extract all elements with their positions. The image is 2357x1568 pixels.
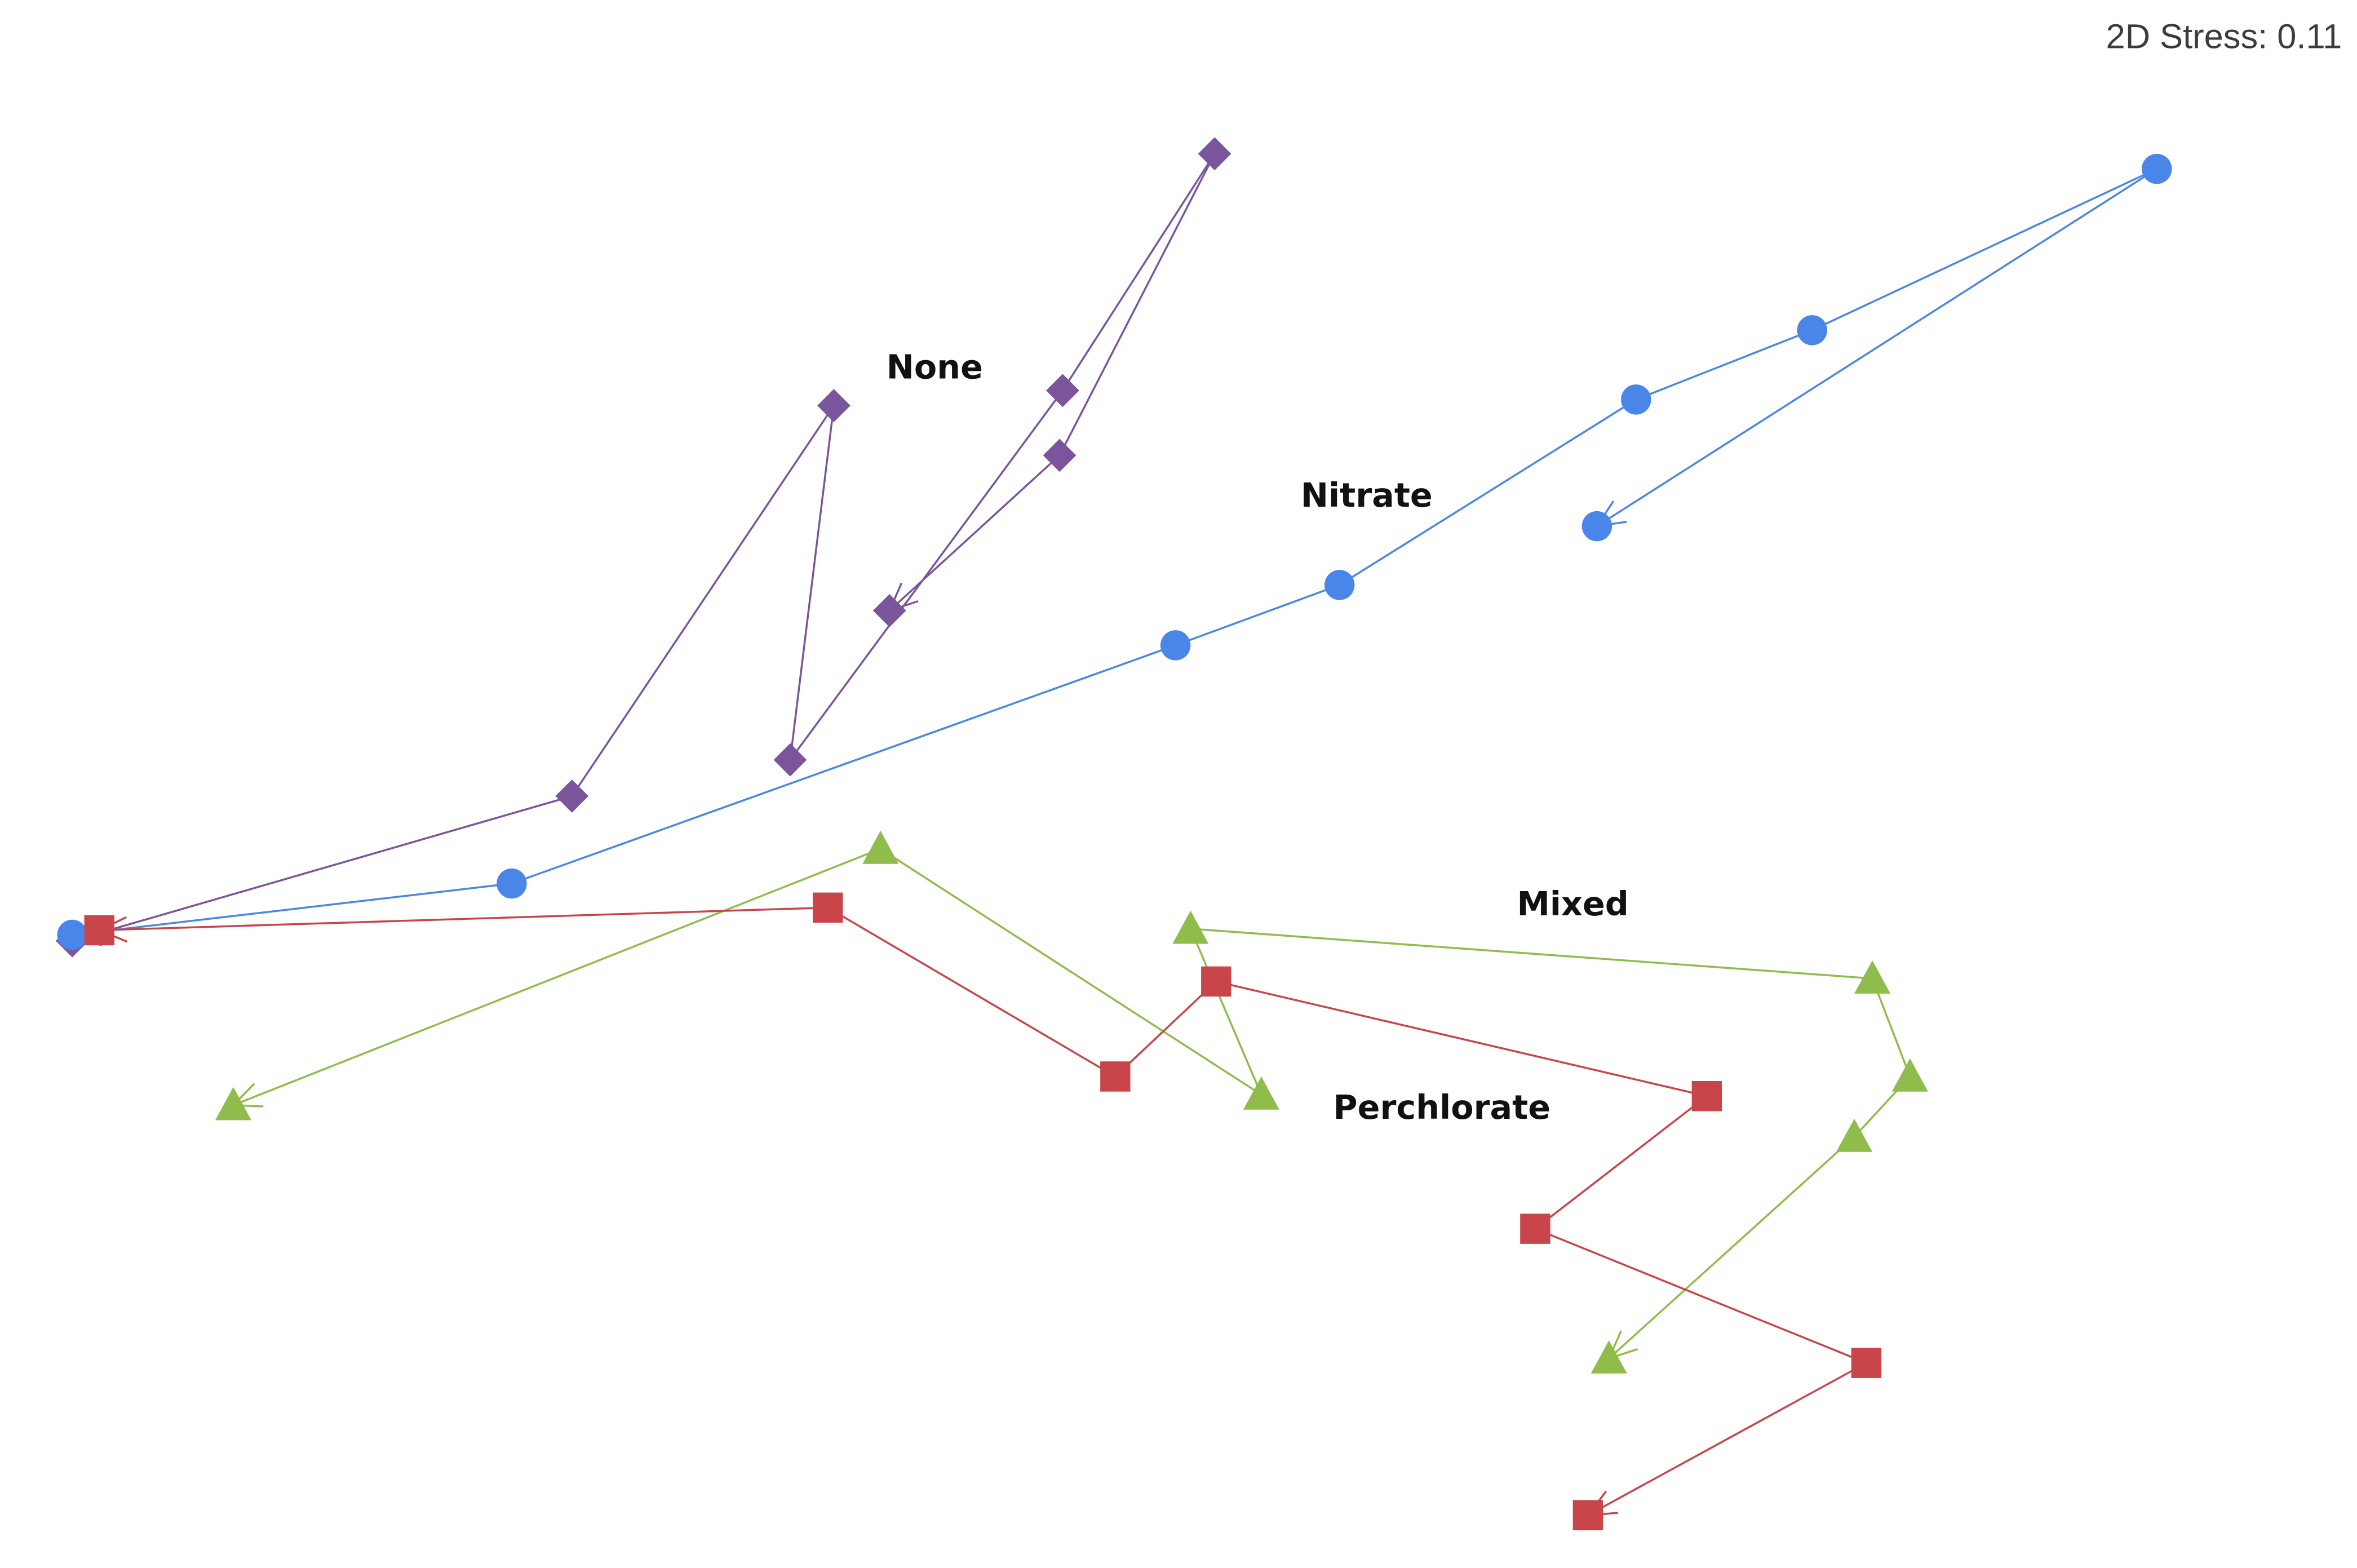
nitrate-point: [1324, 570, 1355, 600]
nitrate-points: [57, 153, 2172, 950]
none-points: [55, 137, 1231, 958]
mixed-point: [1172, 910, 1209, 944]
mixed-point: [862, 830, 899, 864]
mixed-segment: [1608, 1136, 1855, 1359]
mixed-point: [1891, 1058, 1928, 1092]
trajectory-lines: [69, 153, 2158, 1517]
nitrate-point: [1797, 315, 1827, 346]
perchlorate-point: [1572, 1500, 1603, 1531]
nitrate-segment: [71, 882, 513, 936]
perchlorate-segment: [827, 906, 1117, 1078]
none-segment: [789, 404, 835, 761]
perchlorate-segment: [1587, 1362, 1868, 1517]
mixed-segment: [232, 848, 881, 1106]
none-point: [817, 389, 850, 422]
perchlorate-point: [813, 892, 843, 923]
nitrate-segment: [1811, 167, 2158, 331]
mixed-segment: [1871, 977, 1911, 1078]
nitrate-trajectory: [69, 167, 2158, 945]
perchlorate-point: [84, 915, 114, 946]
mixed-label: Mixed: [1517, 884, 1628, 923]
perchlorate-segment: [1114, 980, 1217, 1078]
nitrate-point: [1581, 511, 1612, 542]
nitrate-point: [1621, 384, 1651, 415]
perchlorate-point: [1691, 1080, 1722, 1111]
none-label: None: [887, 347, 983, 386]
none-point: [1045, 374, 1079, 407]
nitrate-segment: [1635, 329, 1814, 401]
trajectory-markers: [55, 137, 2172, 1531]
mixed-segment: [1189, 928, 1873, 980]
perchlorate-points: [84, 892, 1882, 1531]
none-segment: [888, 454, 1061, 612]
none-segment: [1058, 153, 1216, 457]
none-point: [1198, 137, 1231, 171]
none-segment: [71, 795, 573, 942]
none-segment: [1061, 153, 1216, 392]
perchlorate-segment: [98, 906, 829, 932]
nitrate-segment: [511, 644, 1177, 885]
none-point: [1043, 438, 1076, 472]
perchlorate-label: Perchlorate: [1333, 1088, 1551, 1127]
none-point: [872, 593, 906, 627]
nitrate-segment: [1339, 398, 1637, 586]
nitrate-segment: [1596, 167, 2158, 528]
mixed-point: [1590, 1340, 1627, 1374]
nitrate-point: [497, 868, 527, 899]
mixed-point: [215, 1087, 251, 1120]
perchlorate-trajectory: [96, 906, 1868, 1517]
mixed-point: [1836, 1118, 1873, 1152]
none-point: [773, 743, 807, 777]
perchlorate-segment: [1534, 1228, 1868, 1364]
none-trajectory: [70, 153, 1216, 946]
nitrate-point: [2142, 153, 2172, 184]
perchlorate-point: [1520, 1213, 1550, 1244]
mixed-point: [1243, 1076, 1279, 1110]
nitrate-label: Nitrate: [1301, 476, 1433, 515]
none-point: [555, 779, 589, 813]
none-segment: [789, 389, 1064, 761]
perchlorate-point: [1851, 1348, 1882, 1378]
mixed-segment: [1189, 928, 1262, 1096]
mixed-trajectory: [231, 848, 1911, 1361]
perchlorate-point: [1201, 966, 1231, 997]
nitrate-segment: [1174, 584, 1341, 646]
perchlorate-segment: [1215, 980, 1708, 1097]
none-segment: [571, 404, 835, 798]
mixed-points: [215, 830, 1928, 1374]
perchlorate-segment: [1534, 1095, 1708, 1230]
stress-annotation: 2D Stress: 0.11: [2106, 17, 2342, 56]
mixed-point: [1854, 960, 1891, 994]
perchlorate-point: [1100, 1061, 1131, 1092]
mixed-segment: [879, 848, 1262, 1096]
nitrate-point: [1160, 630, 1191, 661]
nitrate-point: [57, 919, 87, 950]
